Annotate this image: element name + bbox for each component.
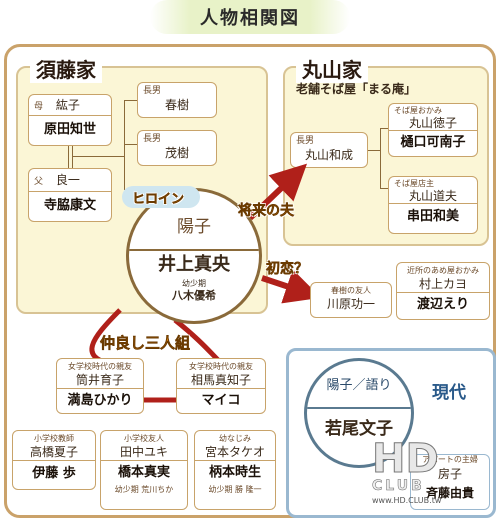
role-label: アパートの主婦: [422, 455, 478, 464]
card-maruyama-owner: そば屋店主 丸山道夫 串田和美: [388, 176, 478, 234]
title-banner: [150, 0, 350, 34]
child-actor-name: 幼少期 勝 隆一: [208, 485, 262, 494]
parent-line-a: [68, 146, 69, 168]
role-label: 父: [34, 177, 44, 187]
role-label: 小学校友人: [124, 434, 164, 443]
card-son-haruki: 長男 春樹: [137, 82, 217, 118]
heroine-badge-bg: [122, 186, 200, 208]
character-name: 房子: [437, 467, 462, 481]
actor-name: 井上真央: [158, 254, 230, 275]
present-label: 現代: [432, 383, 466, 403]
son1-link: [124, 100, 138, 101]
character-name: 春樹: [164, 98, 189, 112]
child-label: 幼少期: [182, 279, 206, 288]
actor-name: 樋口可南子: [389, 130, 477, 155]
actor-name: 伊藤 歩: [13, 460, 95, 487]
role-label: 長男: [143, 86, 162, 96]
role-label: 長男: [296, 136, 315, 146]
actor-name: 満島ひかり: [57, 388, 143, 413]
character-name: 宮本タケオ: [204, 445, 265, 459]
child-actor-name: 八木優希: [172, 289, 216, 302]
arrow-future-husband: [247, 163, 308, 221]
actor-name: 橋本真実: [101, 460, 187, 485]
card-friend-tsutsui: 女学校時代の親友 筒井育子 満島ひかり: [56, 358, 144, 414]
role-label: そば屋店主: [394, 179, 434, 188]
card-school-friend: 小学校友人 田中ユキ 橋本真実 幼少期 荒川ちか: [100, 430, 188, 510]
watermark-url: www.HD.CLUB.tw: [372, 496, 442, 505]
watermark-logo: HD: [372, 436, 440, 483]
role-label: 母: [34, 102, 44, 112]
card-mother: 母 紘子 原田知世: [28, 94, 112, 146]
actor-name: 若尾文子: [307, 407, 411, 449]
card-maruyama-son: 長男 丸山和成: [290, 132, 368, 168]
role-label: そば屋おかみ: [394, 106, 442, 115]
parent-line-b: [72, 146, 73, 168]
card-kawahara: 春樹の友人 川原功一: [310, 282, 392, 318]
character-name: 相馬真知子: [190, 373, 251, 387]
character-name: 良一: [55, 173, 80, 187]
character-name: 紘子: [55, 98, 80, 112]
page-title: 人物相関図: [200, 8, 300, 29]
children-trunk: [124, 100, 125, 190]
child-actor-name: 幼少期 荒川ちか: [114, 485, 174, 494]
children-link: [72, 156, 124, 157]
character-name: 丸山徳子: [408, 116, 457, 130]
card-apartment-housewife: アパートの主婦 房子 斉藤由貴: [410, 454, 490, 510]
character-name: 陽子: [177, 217, 211, 237]
maruyama-subtitle: 老舗そば屋「まる庵」: [296, 82, 417, 96]
card-teacher: 小学校教師 高橋夏子 伊藤 歩: [12, 430, 96, 490]
character-name: 陽子／語り: [326, 378, 392, 393]
actor-name: 串田和美: [389, 203, 477, 230]
role-label: 小学校教師: [34, 434, 74, 443]
role-label: 春樹の友人: [331, 286, 371, 295]
heroine-circle: 陽子 井上真央 幼少期 八木優希: [126, 188, 262, 324]
character-name: 川原功一: [326, 297, 375, 311]
label-future-husband: 将来の夫: [238, 203, 295, 220]
present-heroine-circle: 陽子／語り 若尾文子: [304, 358, 414, 468]
card-childhood-friend: 幼なじみ 宮本タケオ 柄本時生 幼少期 勝 隆一: [194, 430, 276, 510]
watermark-sub: CLUB: [372, 478, 425, 495]
maru-wife-link: [380, 128, 388, 129]
heroine-badge: ヒロイン: [132, 192, 185, 208]
actor-name: 渡辺えり: [397, 292, 489, 317]
role-label: 幼なじみ: [219, 434, 251, 443]
character-name: 村上カヨ: [418, 277, 467, 291]
character-name: 田中ユキ: [119, 445, 168, 459]
character-name: 高橋夏子: [29, 445, 78, 459]
son2-link: [124, 144, 138, 145]
role-label: 長男: [143, 134, 162, 144]
actor-name: 原田知世: [29, 115, 111, 144]
sudo-family-title: 須藤家: [30, 54, 102, 83]
arrow-first-love: [261, 269, 322, 304]
character-name: 丸山道夫: [408, 189, 457, 203]
character-name: 茂樹: [164, 146, 189, 160]
maru-owner-link: [380, 188, 388, 189]
card-father: 父 良一 寺脇康文: [28, 168, 112, 222]
actor-name: 斉藤由貴: [425, 486, 474, 500]
card-friend-souma: 女学校時代の親友 相馬真知子 マイコ: [176, 358, 266, 414]
actor-name: 寺脇康文: [29, 191, 111, 220]
actor-name: マイコ: [177, 388, 265, 413]
card-neighbor: 近所のあめ屋おかみ 村上カヨ 渡辺えり: [396, 262, 490, 320]
card-maruyama-wife: そば屋おかみ 丸山徳子 樋口可南子: [388, 103, 478, 157]
actor-name: 柄本時生: [195, 460, 275, 485]
maru-trunk: [380, 128, 381, 188]
role-label: 女学校時代の親友: [189, 362, 253, 371]
character-name: 丸山和成: [304, 148, 353, 162]
card-son-shigeki: 長男 茂樹: [137, 130, 217, 166]
maru-son-link: [368, 150, 380, 151]
maruyama-family-title: 丸山家: [296, 54, 368, 83]
role-label: 近所のあめ屋おかみ: [407, 266, 479, 275]
character-name: 筒井育子: [75, 373, 124, 387]
label-trio: 仲良し三人組: [100, 334, 191, 353]
label-first-love: 初恋？: [266, 261, 309, 278]
role-label: 女学校時代の親友: [68, 362, 132, 371]
